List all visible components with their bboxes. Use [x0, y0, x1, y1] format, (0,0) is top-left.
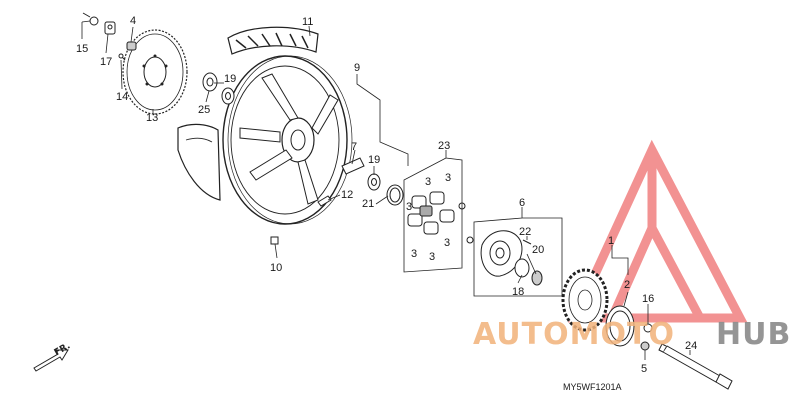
disc-hardware	[82, 12, 137, 61]
rear-axle	[658, 343, 733, 390]
callout-12: 12	[341, 189, 353, 201]
tire-segment	[227, 26, 319, 55]
callout-4: 4	[130, 15, 136, 27]
callouts: 15 4 17 14 13 19 25 11 9 7 19 12 21 10 2…	[76, 15, 697, 375]
bearing-left	[202, 72, 235, 105]
callout-3c: 3	[406, 201, 412, 213]
callout-10: 10	[270, 262, 282, 274]
leader-lines	[81, 20, 691, 360]
callout-3e: 3	[429, 251, 435, 263]
callout-17: 17	[100, 56, 112, 68]
callout-11: 11	[302, 16, 313, 28]
watermark-part2: HUB	[716, 317, 791, 352]
callout-24: 24	[685, 340, 697, 352]
callout-19a: 19	[224, 73, 236, 85]
driven-sprocket	[561, 268, 609, 332]
callout-9: 9	[354, 62, 360, 74]
callout-21: 21	[362, 198, 374, 210]
callout-5: 5	[641, 363, 647, 375]
diagram-code: MY5WF1201A	[563, 382, 622, 392]
damper-rubbers	[407, 191, 474, 244]
callout-3a: 3	[425, 176, 431, 188]
watermark-logo	[567, 139, 748, 323]
callout-18: 18	[512, 286, 524, 298]
brake-disc	[122, 29, 188, 115]
callout-22: 22	[519, 226, 531, 238]
callout-6: 6	[519, 197, 525, 209]
callout-13: 13	[146, 112, 158, 124]
front-direction-arrow: FR.	[33, 341, 72, 372]
callout-23: 23	[438, 140, 450, 152]
callout-25: 25	[198, 104, 210, 116]
callout-19b: 19	[368, 154, 380, 166]
callout-2: 2	[624, 279, 630, 291]
callout-15: 15	[76, 43, 88, 55]
callout-7: 7	[351, 141, 357, 153]
callout-3f: 3	[444, 237, 450, 249]
callout-3b: 3	[445, 172, 451, 184]
callout-3d: 3	[411, 248, 417, 260]
sprocket-flange	[480, 230, 543, 286]
callout-14: 14	[116, 91, 128, 103]
hugger	[177, 123, 221, 201]
callout-16: 16	[642, 293, 654, 305]
callout-20: 20	[532, 244, 544, 256]
watermark-part1: AUTOMOTO	[473, 317, 675, 352]
sprocket-plate	[605, 305, 653, 351]
callout-1: 1	[608, 235, 614, 247]
watermark-text: AUTOMOTO HUB	[473, 317, 791, 352]
rear-wheel	[222, 55, 353, 225]
